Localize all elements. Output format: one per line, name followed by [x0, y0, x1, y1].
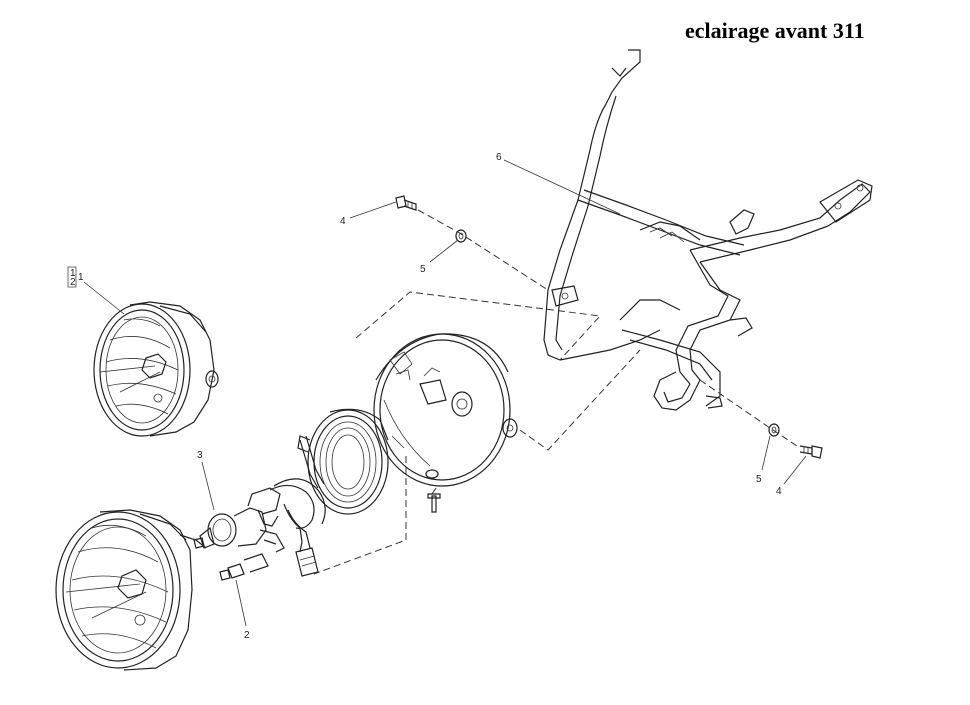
headlight-unit-upper [93, 301, 219, 437]
reflector-ring [297, 408, 389, 515]
pilot-bulb-socket [219, 553, 269, 581]
headlight-frame-bracket [543, 49, 873, 411]
callout-4-bottom: 4 [776, 486, 782, 497]
headlight-housing [373, 333, 518, 487]
headlight-unit-lower [55, 509, 207, 671]
callout-1a: 1 [70, 268, 76, 279]
housing-screw [427, 493, 441, 513]
callout-labels: 1 2 1 2 3 4 4 5 5 6 [67, 152, 782, 641]
callout-6: 6 [496, 152, 502, 163]
bolt-bottom [799, 445, 823, 459]
callout-2: 2 [244, 630, 250, 641]
callout-4-top: 4 [340, 216, 346, 227]
callout-5-bottom: 5 [756, 474, 762, 485]
headlight-bulb [193, 487, 281, 549]
wiring-harness [259, 435, 326, 577]
callout-3: 3 [197, 450, 203, 461]
washer-bottom [768, 423, 780, 437]
callout-1: 1 [78, 272, 84, 283]
assembly-guide-lines [313, 209, 801, 575]
diagram-title: eclairage avant 311 [685, 18, 865, 43]
bolt-top [395, 195, 417, 211]
washer-top [455, 229, 467, 243]
callout-1b: 2 [70, 277, 76, 288]
callout-leaders [83, 159, 807, 627]
callout-5-top: 5 [420, 264, 426, 275]
callout-bracket [67, 266, 77, 288]
